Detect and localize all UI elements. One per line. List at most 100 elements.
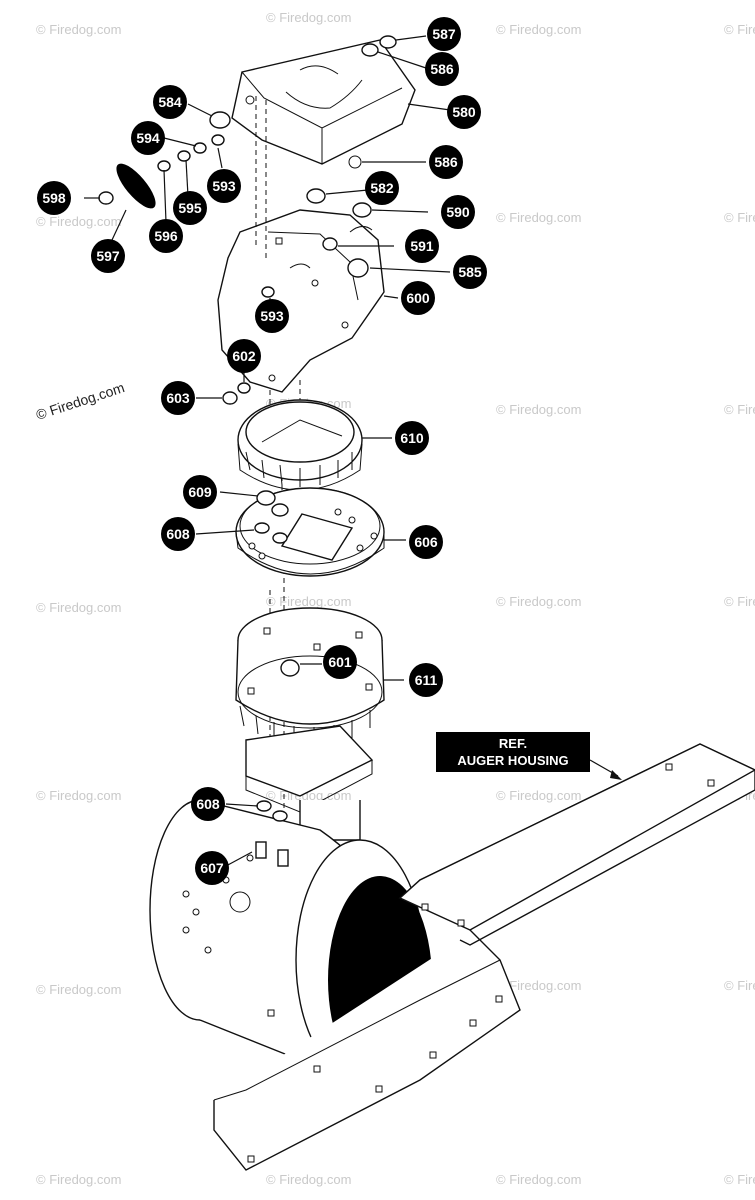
svg-text:587: 587 (432, 26, 456, 42)
ring-610-part (237, 399, 363, 491)
watermark: © Firedog.com (724, 978, 755, 993)
svg-text:608: 608 (166, 526, 190, 542)
watermark: © Firedog.com (36, 1172, 121, 1187)
svg-text:608: 608 (196, 796, 220, 812)
washer-icon (322, 237, 338, 251)
callout-596[interactable]: 596 (149, 219, 183, 253)
watermark: © Firedog.com (36, 22, 121, 37)
bolt-icon (306, 188, 326, 204)
nut-icon (256, 490, 276, 506)
callout-593[interactable]: 593 (255, 299, 289, 333)
watermark-primary: © Firedog.com (34, 379, 126, 423)
nut-icon (98, 191, 114, 205)
callout-584[interactable]: 584 (153, 85, 187, 119)
washer-icon (256, 800, 272, 812)
watermark: © Firedog.com (724, 1172, 755, 1187)
callout-606[interactable]: 606 (409, 525, 443, 559)
callout-608[interactable]: 608 (191, 787, 225, 821)
callout-597[interactable]: 597 (91, 239, 125, 273)
svg-text:611: 611 (415, 672, 438, 688)
callout-610[interactable]: 610 (395, 421, 429, 455)
callout-611[interactable]: 611 (409, 663, 443, 697)
nut-icon (379, 35, 397, 49)
callout-603[interactable]: 603 (161, 381, 195, 415)
svg-text:594: 594 (136, 130, 160, 146)
washer-icon (272, 810, 288, 822)
callout-580[interactable]: 580 (447, 95, 481, 129)
watermark: © Firedog.com (496, 788, 581, 803)
reference-label-line1: REF. (499, 736, 527, 751)
svg-text:590: 590 (446, 204, 470, 220)
reference-label-line2: AUGER HOUSING (457, 753, 568, 768)
callout-586[interactable]: 586 (425, 52, 459, 86)
callout-590[interactable]: 590 (441, 195, 475, 229)
leader-lines (84, 35, 622, 867)
svg-text:609: 609 (188, 484, 212, 500)
callout-586[interactable]: 586 (429, 145, 463, 179)
svg-text:584: 584 (158, 94, 182, 110)
watermark-layer: © Firedog.com © Firedog.com © Firedog.co… (34, 10, 755, 1187)
callout-591[interactable]: 591 (405, 229, 439, 263)
washer-icon (157, 160, 171, 172)
svg-text:602: 602 (232, 348, 256, 364)
callout-609[interactable]: 609 (183, 475, 217, 509)
svg-text:593: 593 (260, 308, 284, 324)
auger-housing-part (149, 743, 755, 1171)
nut-icon (222, 391, 238, 405)
watermark: © Firedog.com (724, 402, 755, 417)
callouts: 587 586 580 584 594 586 598 593 582 595 … (37, 17, 487, 885)
watermark: © Firedog.com (266, 1172, 351, 1187)
callout-594[interactable]: 594 (131, 121, 165, 155)
watermark: © Firedog.com (266, 10, 351, 25)
watermark: © Firedog.com (724, 594, 755, 609)
svg-text:610: 610 (400, 430, 424, 446)
nut-icon (271, 503, 289, 517)
callout-608[interactable]: 608 (161, 517, 195, 551)
callout-601[interactable]: 601 (323, 645, 357, 679)
callout-593[interactable]: 593 (207, 169, 241, 203)
callout-587[interactable]: 587 (427, 17, 461, 51)
callout-607[interactable]: 607 (195, 851, 229, 885)
watermark: © Firedog.com (36, 788, 121, 803)
washer-icon (261, 286, 275, 298)
svg-text:586: 586 (434, 154, 458, 170)
watermark: © Firedog.com (724, 22, 755, 37)
callout-598[interactable]: 598 (37, 181, 71, 215)
hardware-layer (98, 35, 397, 867)
callout-600[interactable]: 600 (401, 281, 435, 315)
svg-text:593: 593 (212, 178, 236, 194)
washer-icon (361, 43, 379, 57)
watermark: © Firedog.com (36, 214, 121, 229)
watermark: © Firedog.com (496, 402, 581, 417)
svg-text:607: 607 (200, 860, 224, 876)
ring-611-part (235, 607, 385, 745)
callout-585[interactable]: 585 (453, 255, 487, 289)
watermark: © Firedog.com (496, 594, 581, 609)
bolt-icon (352, 202, 372, 218)
deflector-part (231, 39, 416, 169)
svg-text:595: 595 (178, 200, 202, 216)
watermark: © Firedog.com (496, 1172, 581, 1187)
bolt-icon (209, 111, 231, 129)
callout-582[interactable]: 582 (365, 171, 399, 205)
washer-icon (211, 134, 225, 146)
washer-icon (237, 382, 251, 394)
bolt-icon (347, 258, 369, 278)
washer-icon (193, 142, 207, 154)
svg-text:597: 597 (96, 248, 120, 264)
reference-label-box: REF. AUGER HOUSING (436, 732, 590, 772)
bolt-icon (255, 841, 267, 859)
washer-icon (272, 532, 288, 544)
svg-text:580: 580 (452, 104, 476, 120)
washer-icon (254, 522, 270, 534)
knob-icon (116, 163, 156, 209)
watermark: © Firedog.com (36, 600, 121, 615)
bolt-icon (277, 849, 289, 867)
callout-602[interactable]: 602 (227, 339, 261, 373)
callout-595[interactable]: 595 (173, 191, 207, 225)
bolt-icon (280, 659, 300, 677)
svg-text:586: 586 (430, 61, 454, 77)
svg-text:591: 591 (410, 238, 434, 254)
